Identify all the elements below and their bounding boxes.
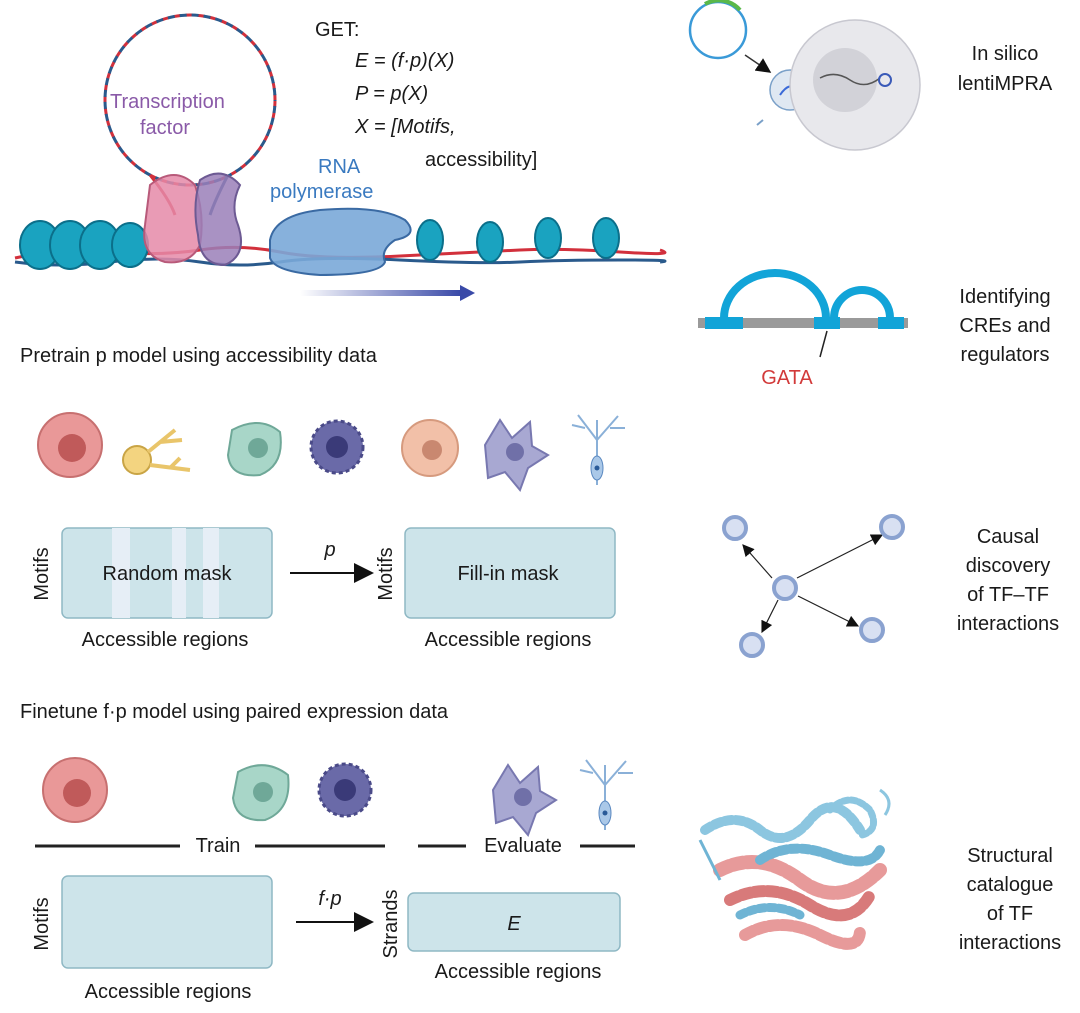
transcription-factor-purple <box>194 172 242 267</box>
finetune-box2-caption: Accessible regions <box>435 961 602 983</box>
cell-neuron-yellow-icon <box>122 428 191 475</box>
graph-node <box>859 617 885 643</box>
graph-node <box>739 632 765 658</box>
graph-node <box>722 515 748 541</box>
pretrain-box1-caption: Accessible regions <box>82 629 249 651</box>
app2-line2: CREs and <box>959 315 1050 337</box>
get-eq3b: accessibility] <box>425 149 537 171</box>
pretrain-fill-in-box: Fill-in mask <box>404 527 616 619</box>
pretrain-arrow-label: p <box>323 539 335 561</box>
cell-pink-icon <box>42 757 108 823</box>
cell-row-pretrain <box>37 412 625 492</box>
finetune-input-box <box>61 875 273 969</box>
cell-lilac-icon <box>483 418 550 492</box>
nucleosomes-left <box>19 220 149 270</box>
finetune-heading: Finetune f·p model using paired expressi… <box>20 701 449 723</box>
transcription-arrowhead <box>460 285 475 301</box>
graph-node <box>772 575 798 601</box>
evaluate-label: Evaluate <box>484 835 562 857</box>
finetune-box1-axis: Motifs <box>31 897 53 950</box>
cre-illustration <box>698 269 908 358</box>
app3-line4: interactions <box>957 613 1059 635</box>
protein-structure <box>698 788 891 950</box>
causal-graph <box>722 514 905 658</box>
finetune-box2-axis: Strands <box>380 890 402 959</box>
cell-peach-icon <box>401 419 459 477</box>
app3-line2: discovery <box>966 555 1050 577</box>
get-eq3a: X = [Motifs, <box>354 116 456 138</box>
pretrain-heading: Pretrain p model using accessibility dat… <box>20 345 378 367</box>
app3-line1: Causal <box>977 526 1039 548</box>
cell-dark-purple-icon <box>317 762 373 818</box>
cell-pink-icon <box>37 412 103 478</box>
cell-green-icon <box>226 422 282 477</box>
nucleosomes-right <box>416 217 620 263</box>
finetune-arrow-label: f·p <box>318 888 341 910</box>
pretrain-box1-axis: Motifs <box>31 547 53 600</box>
pretrain-box2-axis: Motifs <box>375 547 397 600</box>
graph-node <box>879 514 905 540</box>
cell-green-icon <box>231 764 290 822</box>
app3-line3: of TF–TF <box>967 584 1049 606</box>
finetune-output-box <box>407 892 621 952</box>
tf-label-line2: factor <box>140 117 190 139</box>
pretrain-random-mask-box: Random mask <box>61 527 273 619</box>
rna-polymerase <box>269 207 412 277</box>
get-title: GET: <box>315 19 359 41</box>
app1-line2: lentiMPRA <box>958 73 1053 95</box>
finetune-box1-caption: Accessible regions <box>85 981 252 1003</box>
get-eq2: P = p(X) <box>355 83 428 105</box>
fill-in-mask-label: Fill-in mask <box>457 563 559 585</box>
cell-neuron-blue-icon <box>571 414 625 485</box>
random-mask-label: Random mask <box>103 563 233 585</box>
app2-line1: Identifying <box>959 286 1050 308</box>
transcription-factor-pink <box>143 174 203 264</box>
tf-label-line1: Transcription <box>110 91 225 113</box>
rnap-label-line2: polymerase <box>270 181 373 203</box>
get-equations: GET: E = (f·p)(X) P = p(X) X = [Motifs, … <box>315 19 537 171</box>
lentimpra-illustration <box>688 0 921 151</box>
app4-line4: interactions <box>959 932 1061 954</box>
cell-lilac-icon <box>491 763 558 837</box>
finetune-output-e: E <box>507 913 521 935</box>
cell-dark-purple-icon <box>309 419 365 475</box>
gata-label: GATA <box>761 367 813 389</box>
transcription-arrow <box>300 290 460 296</box>
app2-line3: regulators <box>961 344 1050 366</box>
pretrain-box2-caption: Accessible regions <box>425 629 592 651</box>
get-eq1: E = (f·p)(X) <box>355 50 454 72</box>
train-label: Train <box>196 835 241 857</box>
app4-line2: catalogue <box>967 874 1054 896</box>
app4-line1: Structural <box>967 845 1053 867</box>
app1-line1: In silico <box>972 43 1039 65</box>
rnap-label-line1: RNA <box>318 156 361 178</box>
cell-neuron-blue-icon <box>579 759 633 830</box>
cell-row-finetune <box>42 757 633 837</box>
app4-line3: of TF <box>987 903 1033 925</box>
